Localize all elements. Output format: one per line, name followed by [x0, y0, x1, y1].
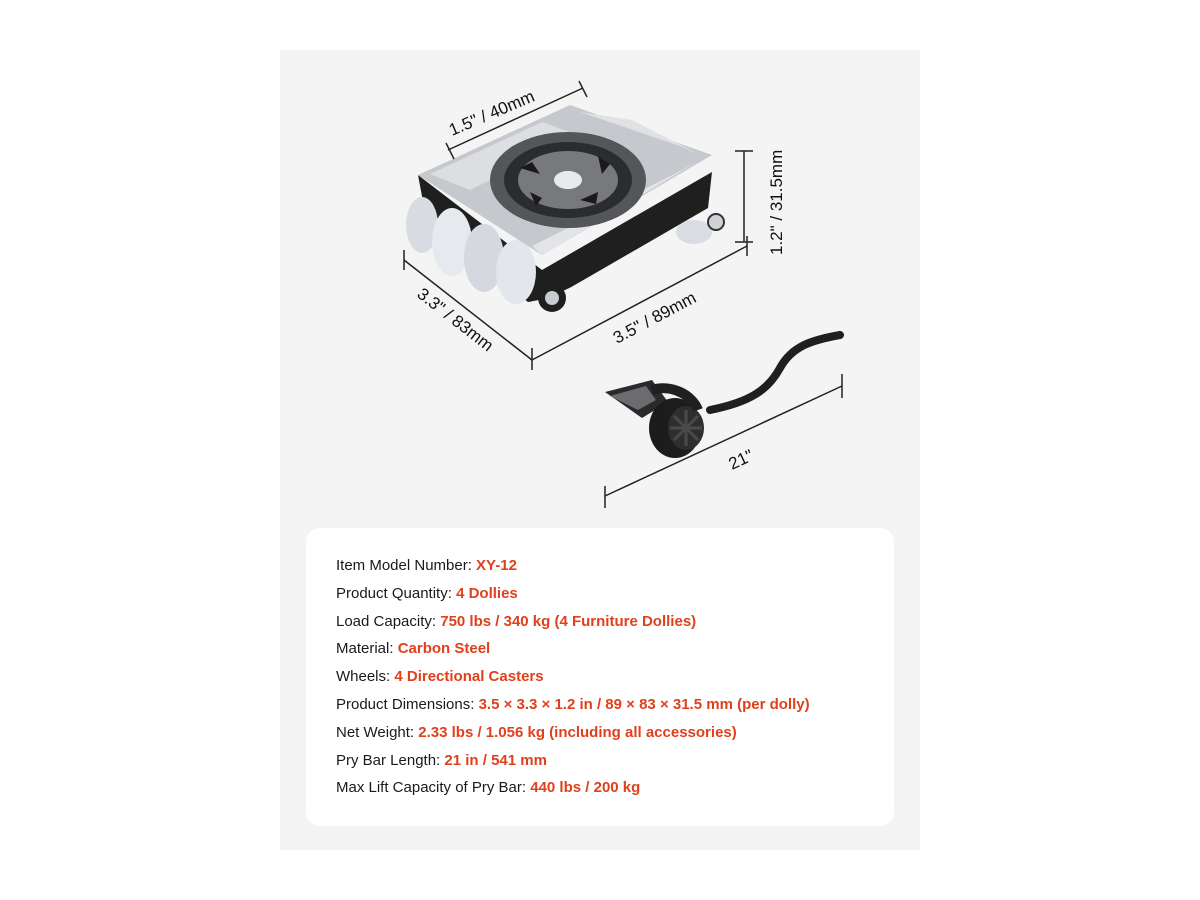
spec-row-net-weight: Net Weight: 2.33 lbs / 1.056 kg (includi… [336, 719, 894, 747]
product-illustration: 1.5" / 40mm 1.2" / 31.5mm 3.3" / 83mm 3.… [403, 80, 844, 508]
spec-label: Product Quantity: [336, 584, 457, 602]
dimension-lines [403, 80, 843, 508]
spec-label: Material: [336, 640, 398, 658]
pry-bar-length-label: 21" [726, 446, 757, 474]
spec-value: 4 Dollies [456, 584, 518, 602]
spec-row-model: Item Model Number: XY-12 [336, 552, 894, 580]
spec-label: Wheels: [336, 668, 395, 686]
spec-value: 440 lbs / 200 kg [530, 779, 641, 797]
spec-value: 3.5 × 3.3 × 1.2 in / 89 × 83 × 31.5 mm (… [478, 695, 810, 713]
spec-label: Item Model Number: [336, 557, 477, 574]
spec-row-max-lift: Max Lift Capacity of Pry Bar: 440 lbs / … [336, 774, 894, 802]
spec-value: 2.33 lbs / 1.056 kg (including all acces… [418, 723, 737, 741]
depth-label: 3.3" / 83mm [414, 284, 497, 355]
spec-label: Max Lift Capacity of Pry Bar: [336, 779, 531, 797]
spec-value: 750 lbs / 340 kg (4 Furniture Dollies) [440, 612, 697, 630]
product-panel: 1.5" / 40mm 1.2" / 31.5mm 3.3" / 83mm 3.… [280, 50, 920, 850]
spec-label: Load Capacity: [336, 612, 441, 630]
spec-value: Carbon Steel [397, 640, 491, 658]
spec-value: XY-12 [476, 557, 517, 574]
pry-bar-image [605, 331, 844, 458]
spec-row-dimensions: Product Dimensions: 3.5 × 3.3 × 1.2 in /… [336, 691, 894, 719]
spec-value: 21 in / 541 mm [444, 751, 547, 769]
length-label: 3.5" / 89mm [610, 288, 699, 348]
spec-label: Net Weight: [336, 723, 419, 741]
spec-label: Product Dimensions: [336, 695, 479, 713]
spec-row-quantity: Product Quantity: 4 Dollies [336, 580, 894, 608]
spec-value: 4 Directional Casters [394, 668, 544, 686]
spec-row-pry-bar-length: Pry Bar Length: 21 in / 541 mm [336, 747, 894, 775]
spec-row-load-capacity: Load Capacity: 750 lbs / 340 kg (4 Furni… [336, 608, 894, 636]
dolly-image [406, 105, 725, 312]
spec-label: Pry Bar Length: [336, 751, 445, 769]
spec-card: Item Model Number: XY-12 Product Quantit… [306, 528, 894, 826]
spec-row-material: Material: Carbon Steel [336, 635, 894, 663]
spec-row-wheels: Wheels: 4 Directional Casters [336, 663, 894, 691]
height-label: 1.2" / 31.5mm [767, 150, 786, 255]
